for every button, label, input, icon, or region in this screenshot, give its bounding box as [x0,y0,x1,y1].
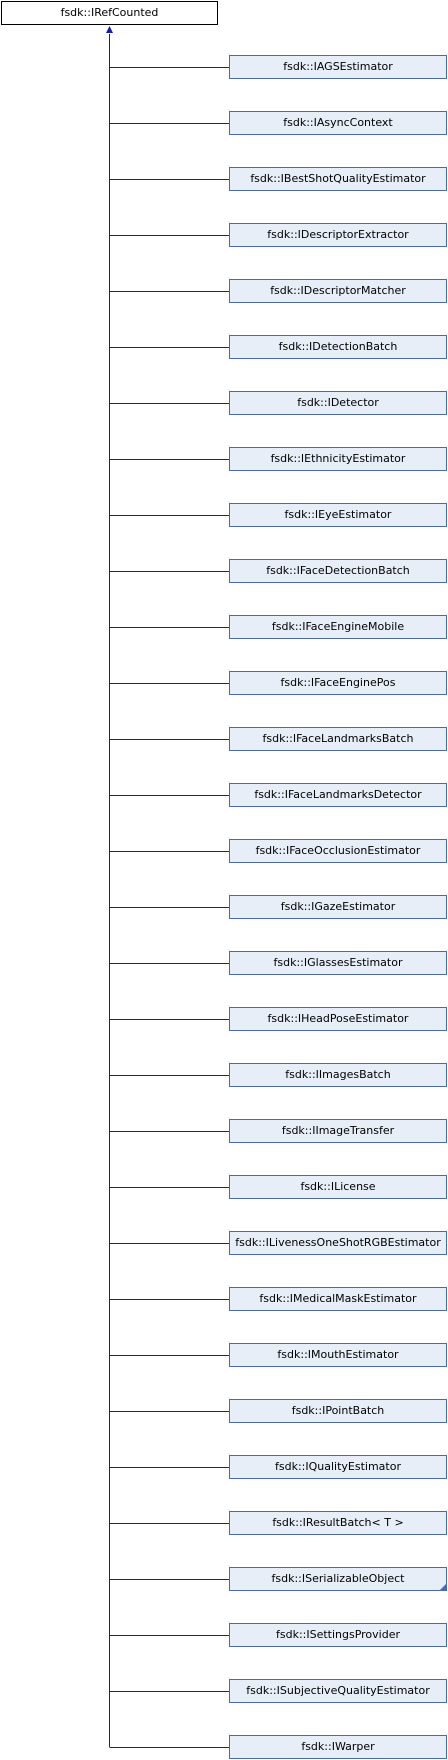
derived-class-node[interactable]: fsdk::IEthnicityEstimator [229,447,447,471]
root-class-node[interactable]: fsdk::IRefCounted [1,1,218,25]
derived-class-node[interactable]: fsdk::IFaceOcclusionEstimator [229,839,447,863]
derived-class-node[interactable]: fsdk::IFaceEnginePos [229,671,447,695]
derived-class-node[interactable]: fsdk::IEyeEstimator [229,503,447,527]
derived-class-node[interactable]: fsdk::IDescriptorExtractor [229,223,447,247]
inheritance-arrowhead [106,26,113,33]
derived-class-node[interactable]: fsdk::IGlassesEstimator [229,951,447,975]
derived-class-node[interactable]: fsdk::IAsyncContext [229,111,447,135]
derived-class-node[interactable]: fsdk::IFaceEngineMobile [229,615,447,639]
derived-class-node[interactable]: fsdk::IAGSEstimator [229,55,447,79]
derived-class-node[interactable]: fsdk::IBestShotQualityEstimator [229,167,447,191]
derived-class-node[interactable]: fsdk::IPointBatch [229,1399,447,1423]
derived-class-node[interactable]: fsdk::IMouthEstimator [229,1343,447,1367]
derived-class-node[interactable]: fsdk::IGazeEstimator [229,895,447,919]
derived-class-node[interactable]: fsdk::IFaceLandmarksBatch [229,727,447,751]
derived-class-node[interactable]: fsdk::IHeadPoseEstimator [229,1007,447,1031]
derived-class-node[interactable]: fsdk::IDetectionBatch [229,335,447,359]
derived-class-node[interactable]: fsdk::IFaceDetectionBatch [229,559,447,583]
derived-class-node[interactable]: fsdk::IFaceLandmarksDetector [229,783,447,807]
derived-class-node[interactable]: fsdk::ISerializableObject [229,1567,447,1591]
derived-class-node[interactable]: fsdk::IWarper [229,1735,447,1759]
derived-class-node[interactable]: fsdk::IDetector [229,391,447,415]
derived-class-node[interactable]: fsdk::IResultBatch< T > [229,1511,447,1535]
derived-class-node[interactable]: fsdk::IImageTransfer [229,1119,447,1143]
collapsed-subtree-marker [440,1584,446,1590]
derived-class-node[interactable]: fsdk::ILicense [229,1175,447,1199]
derived-class-node[interactable]: fsdk::ISettingsProvider [229,1623,447,1647]
derived-class-node[interactable]: fsdk::IImagesBatch [229,1063,447,1087]
derived-class-node[interactable]: fsdk::ILivenessOneShotRGBEstimator [229,1231,447,1255]
derived-class-node[interactable]: fsdk::ISubjectiveQualityEstimator [229,1679,447,1703]
derived-class-node[interactable]: fsdk::IQualityEstimator [229,1455,447,1479]
derived-class-node[interactable]: fsdk::IDescriptorMatcher [229,279,447,303]
derived-class-node[interactable]: fsdk::IMedicalMaskEstimator [229,1287,447,1311]
